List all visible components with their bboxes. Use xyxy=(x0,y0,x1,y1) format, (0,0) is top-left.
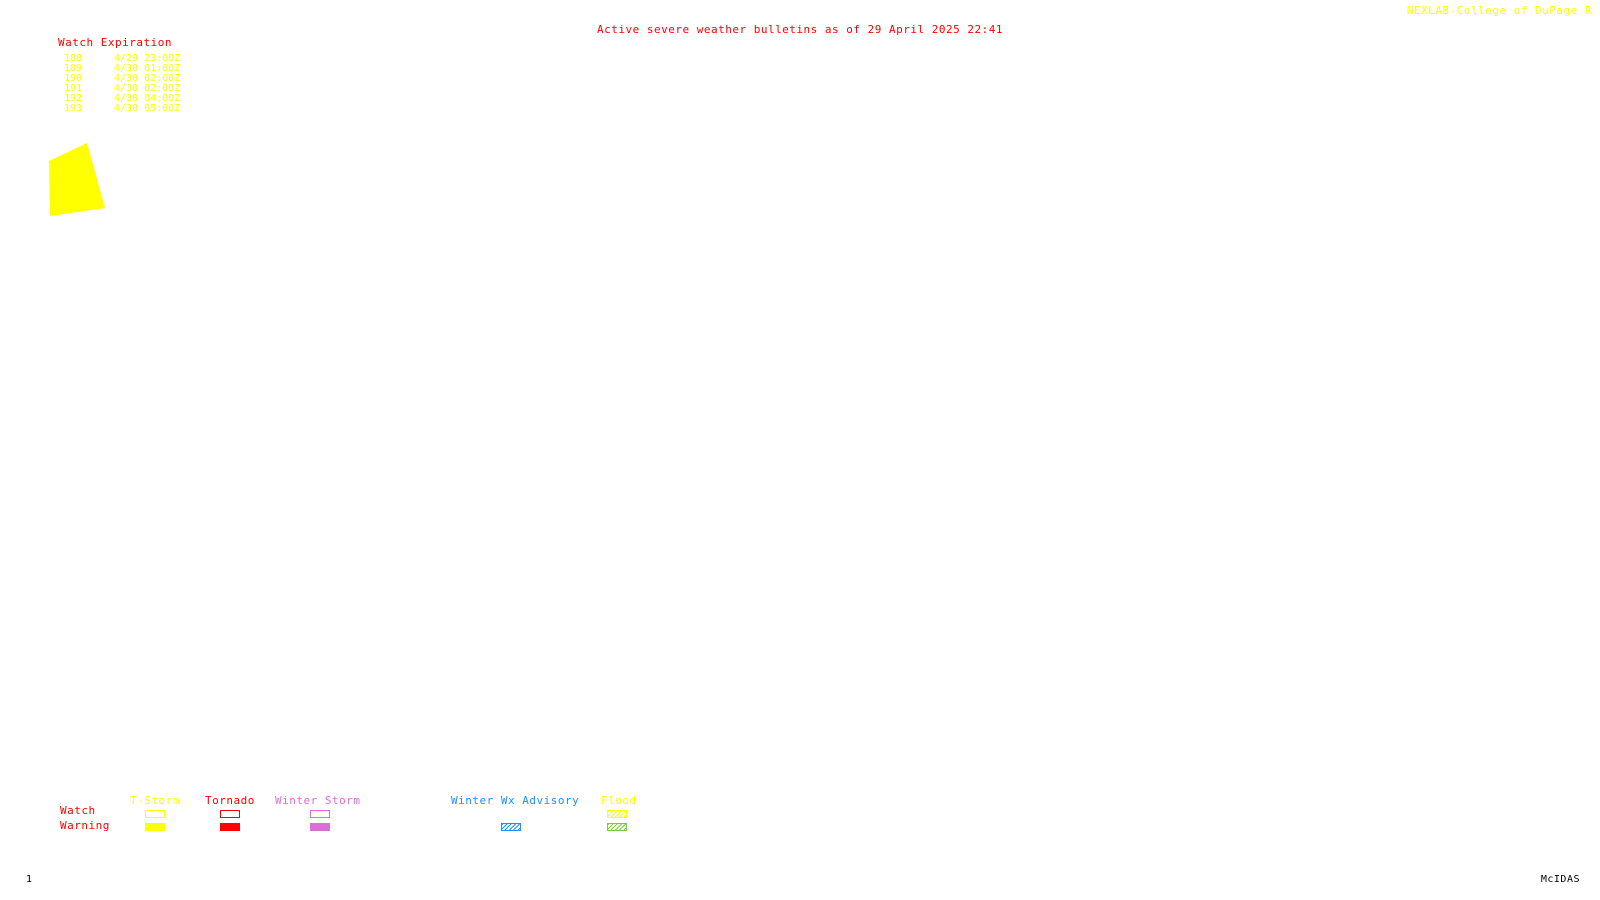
flood-watch-swatch xyxy=(607,810,627,818)
watch-number: 189 xyxy=(64,63,83,74)
bulletin-title: Active severe weather bulletins as of 29… xyxy=(597,23,1003,36)
credit-label: NEXLAB-College of DuPage R xyxy=(1406,4,1592,17)
legend-tornado-label: Tornado xyxy=(205,794,255,807)
legend-flood-label: Flood xyxy=(601,794,637,807)
legend-tstorm-label: T-Storm xyxy=(130,794,180,807)
frame-number: 1 xyxy=(26,874,33,885)
watch-expiry: 4/30 02:00Z xyxy=(114,73,181,84)
tstorm-warning-swatch xyxy=(145,823,165,831)
watch-number: 190 xyxy=(64,73,83,84)
watch-number: 188 xyxy=(64,53,83,64)
winter-advisory-warning-swatch xyxy=(501,823,521,831)
winter-storm-warning-swatch xyxy=(310,823,330,831)
winter-storm-watch-swatch xyxy=(310,810,330,818)
tstorm-warning-polygon[interactable] xyxy=(49,143,105,216)
legend-winter-advisory-label: Winter Wx Advisory xyxy=(451,794,580,807)
flood-warning-swatch xyxy=(607,823,627,831)
legend-winter-storm-label: Winter Storm xyxy=(275,794,361,807)
software-label: McIDAS xyxy=(1540,874,1580,885)
watch-expiration-title: Watch Expiration xyxy=(58,36,172,49)
watch-expiry: 4/30 01:00Z xyxy=(114,63,181,74)
tstorm-watch-swatch xyxy=(145,810,165,818)
watch-expiry: 4/30 04:00Z xyxy=(114,93,181,104)
legend-warning-label: Warning xyxy=(60,819,110,832)
watch-expiry: 4/30 05:00Z xyxy=(114,103,181,114)
watch-number: 191 xyxy=(64,83,83,94)
legend-watch-label: Watch xyxy=(60,804,96,817)
watch-expiry: 4/29 23:00Z xyxy=(114,53,181,64)
watch-number: 192 xyxy=(64,93,83,104)
tornado-watch-swatch xyxy=(220,810,240,818)
tornado-warning-swatch xyxy=(220,823,240,831)
watch-expiry: 4/30 02:00Z xyxy=(114,83,181,94)
watch-number: 193 xyxy=(64,103,83,114)
